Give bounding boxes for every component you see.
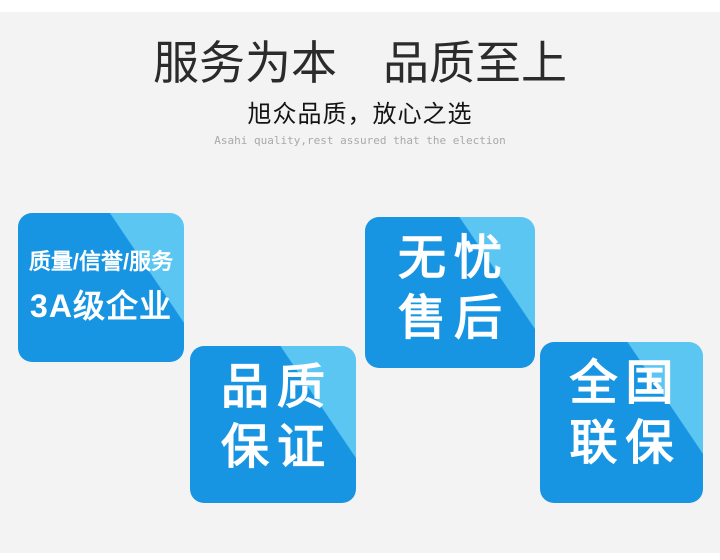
badge-quality-line1: 品质 xyxy=(220,361,333,414)
badge-warranty-line2: 联保 xyxy=(569,417,682,470)
badge-quality-line2: 保证 xyxy=(220,421,333,474)
subtitle-chinese: 旭众品质，放心之选 xyxy=(247,102,473,128)
badge-3a-line-enterprise: 3A级企业 xyxy=(30,288,172,324)
badge-warranty-line1: 全国 xyxy=(569,357,682,410)
badge-nationwide-warranty: 全国 联保 xyxy=(540,342,703,503)
badge-3a-enterprise: 质量/信誉/服务 3A级企业 xyxy=(18,213,184,362)
subtitle-english: Asahi quality,rest assured that the elec… xyxy=(214,134,506,147)
main-title: 服务为本 品质至上 xyxy=(153,37,567,89)
badge-3a-line-quality-credit-service: 质量/信誉/服务 xyxy=(28,249,174,274)
badge-aftersale-line1: 无忧 xyxy=(397,232,510,285)
badge-aftersale-line2: 售后 xyxy=(397,292,510,345)
badge-worry-free-aftersale: 无忧 售后 xyxy=(365,217,535,368)
badge-quality-guarantee: 品质 保证 xyxy=(190,346,356,503)
